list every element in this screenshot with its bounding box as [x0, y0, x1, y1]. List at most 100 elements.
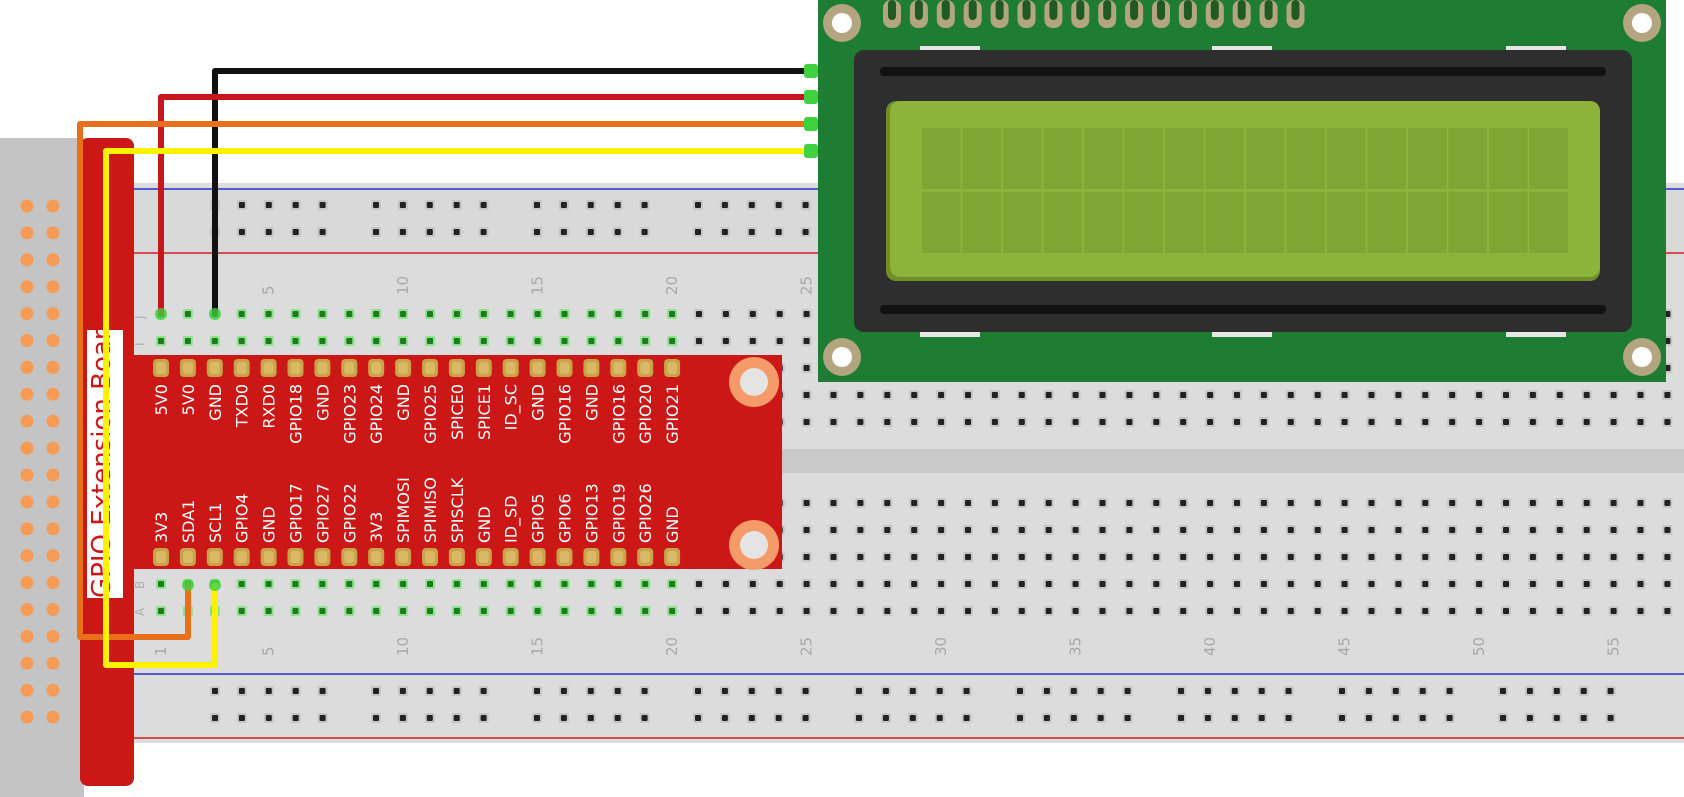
breadboard-hole-center — [534, 229, 540, 235]
breadboard-hole-center — [1583, 392, 1590, 398]
breadboard-hole-center — [884, 608, 891, 614]
breadboard-hole-center — [1178, 688, 1184, 694]
breadboard-hole-center — [991, 581, 998, 587]
breadboard-hole-center — [1610, 608, 1617, 614]
breadboard-hole-center — [560, 229, 567, 235]
breadboard-hole-center — [1476, 554, 1483, 560]
lcd-char-cell — [962, 128, 1001, 189]
pi-header-pin — [20, 522, 34, 536]
lcd-header-pin-hole — [1022, 0, 1031, 20]
lcd-char-cell — [1205, 192, 1244, 253]
breadboard-hole-center — [1126, 392, 1133, 398]
breadboard-hole-center — [1529, 554, 1536, 560]
lcd-bezel-slot-top — [880, 67, 1606, 76]
lcd-header-pin-hole — [1157, 0, 1165, 20]
jumper-wires — [77, 64, 818, 668]
breadboard-hole-center — [1126, 608, 1133, 614]
lcd-char-cell — [1246, 192, 1285, 253]
breadboard-hole-center — [1556, 392, 1563, 398]
extension-pin-core — [156, 362, 166, 374]
breadboard-hole-center — [1446, 715, 1453, 721]
breadboard-hole-center — [721, 688, 728, 694]
breadboard-hole-center — [991, 500, 998, 506]
breadboard-hole-center — [991, 554, 998, 560]
breadboard-hole-center — [938, 500, 945, 506]
breadboard-hole-center — [803, 500, 810, 506]
breadboard-hole-center — [1234, 419, 1240, 425]
breadboard-hole-center — [1610, 419, 1617, 425]
breadboard-hole-center — [1419, 715, 1426, 721]
breadboard-hole-center — [803, 311, 810, 317]
breadboard-hole-center — [292, 715, 299, 721]
breadboard-hole-center — [1664, 419, 1671, 425]
breadboard-hole-center — [695, 688, 701, 694]
breadboard-hole-center — [1126, 419, 1133, 425]
breadboard-hole-center — [965, 500, 971, 506]
breadboard-hole-center — [1526, 715, 1533, 721]
top-pin-label: SPICE0 — [448, 384, 467, 440]
lcd-char-cell — [962, 192, 1001, 253]
breadboard-hole-center — [936, 688, 943, 694]
lcd-tab — [1212, 332, 1272, 337]
breadboard-hole-center — [696, 338, 702, 344]
breadboard-hole-center — [238, 715, 245, 721]
breadboard-hole-center — [292, 688, 299, 694]
breadboard-hole-center — [1285, 715, 1292, 721]
wire-end-pin — [209, 308, 221, 320]
breadboard-hole-center — [1368, 581, 1375, 587]
breadboard-hole-center — [748, 715, 755, 721]
breadboard-hole-center — [399, 229, 406, 235]
breadboard-hole-center — [453, 608, 460, 614]
breadboard-hole-center — [1446, 688, 1453, 694]
bottom-pin-label: GPIO4 — [233, 493, 252, 543]
breadboard-hole-center — [1126, 500, 1133, 506]
pi-header-pin — [46, 226, 60, 240]
breadboard-hole-center — [184, 338, 191, 344]
breadboard-hole-center — [1099, 392, 1106, 398]
breadboard-hole-center — [1097, 715, 1104, 721]
breadboard-hole-center — [965, 419, 971, 425]
breadboard-hole-center — [642, 311, 649, 317]
breadboard-hole-center — [1258, 688, 1265, 694]
breadboard-hole-center — [615, 311, 622, 317]
column-number: 45 — [1336, 637, 1354, 656]
wire-end-connector — [804, 64, 818, 78]
breadboard-hole-center — [884, 554, 891, 560]
extension-pin-core — [559, 362, 570, 374]
top-pin-label: GPIO25 — [421, 384, 440, 444]
wire-end-connector — [804, 90, 818, 104]
breadboard-hole-center — [614, 202, 621, 208]
top-pin-label: GND — [529, 384, 548, 421]
breadboard-hole-center — [158, 581, 164, 587]
breadboard-hole-center — [965, 527, 971, 533]
breadboard-hole-center — [1045, 608, 1052, 614]
breadboard-hole-center — [238, 229, 245, 235]
breadboard-hole-center — [1260, 608, 1267, 614]
breadboard-hole-center — [1341, 581, 1348, 587]
breadboard-hole-center — [453, 688, 460, 694]
breadboard-hole-center — [1580, 715, 1587, 721]
breadboard-hole-center — [641, 715, 648, 721]
breadboard-hole-center — [534, 202, 540, 208]
pi-header-pin — [46, 603, 60, 616]
column-number: 30 — [932, 637, 950, 656]
breadboard-hole-center — [1314, 392, 1321, 398]
breadboard-hole-center — [1153, 419, 1160, 425]
wire-end-pin — [155, 308, 167, 320]
pi-header-pin — [20, 656, 34, 670]
breadboard-hole-center — [346, 338, 353, 344]
breadboard-hole-center — [803, 338, 810, 344]
lcd-char-cell — [1124, 192, 1163, 253]
extension-pin-core — [478, 551, 489, 563]
breadboard-hole-center — [614, 688, 621, 694]
breadboard-hole-center — [1260, 419, 1267, 425]
breadboard-hole-center — [641, 202, 648, 208]
mount-hole-bottom-center — [740, 531, 768, 559]
extension-pin-core — [236, 551, 247, 563]
breadboard-hole-center — [1368, 419, 1375, 425]
breadboard-hole-center — [911, 527, 918, 533]
breadboard-hole-center — [695, 229, 701, 235]
breadboard-hole-center — [1610, 527, 1617, 533]
breadboard-hole-center — [1231, 715, 1238, 721]
extension-pin-core — [667, 551, 678, 563]
